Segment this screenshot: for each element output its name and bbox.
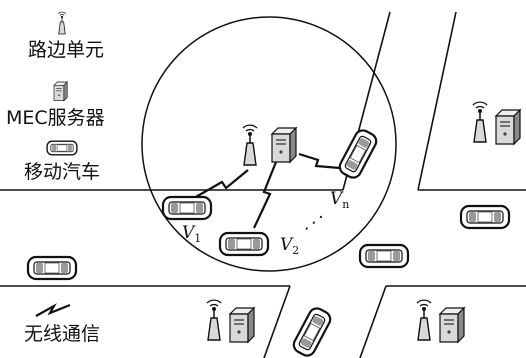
wireless-links — [193, 152, 341, 229]
wireless-link-v2 — [253, 161, 278, 229]
road-diagonal-lower-right — [359, 285, 387, 358]
vehicle-right-road — [459, 204, 511, 230]
vehicle-vn — [335, 126, 381, 182]
rsu-lower-right-icon — [416, 299, 432, 341]
vehicle-legend-icon — [46, 140, 78, 156]
vehicle-legend-label: 移动汽车 — [24, 161, 100, 183]
rsu-legend-label: 路边单元 — [28, 39, 104, 61]
ellipsis-label: ⋰ — [304, 213, 323, 233]
wireless-legend-icon — [35, 303, 71, 317]
v1-label: V1 — [182, 223, 201, 245]
road-diagonal-upper-right — [417, 11, 457, 191]
vehicle-lower-diagonal — [289, 304, 335, 358]
mec-upper-right-icon — [495, 109, 521, 145]
rsu-lower-middle-icon — [206, 299, 222, 341]
central-mec-server-icon — [271, 127, 297, 163]
road-network — [0, 11, 526, 358]
rsu-upper-right-icon — [472, 101, 488, 143]
vehicle-intersection — [358, 243, 410, 269]
mec-legend-label: MEC服务器 — [6, 107, 105, 129]
vn-label: Vn — [330, 189, 349, 211]
central-rsu-icon — [242, 124, 258, 166]
mec-lower-right-icon — [439, 307, 465, 343]
wireless-link-vn — [298, 152, 341, 170]
mec-lower-middle-icon — [229, 307, 255, 343]
vehicle-v2 — [218, 231, 270, 257]
coverage-area-circle — [141, 16, 397, 272]
rsu-legend-icon — [57, 11, 67, 35]
road-diagonal-lower — [263, 285, 291, 358]
vehicle-v1 — [161, 195, 213, 221]
mec-legend-icon — [53, 81, 68, 102]
wireless-legend-label: 无线通信 — [24, 323, 100, 345]
v2-label: V2 — [280, 235, 299, 257]
legend: 路边单元 MEC服务器 移动汽车 无线通信 — [6, 11, 105, 345]
wireless-link-v1 — [193, 169, 249, 199]
vehicle-left-road — [26, 255, 78, 281]
